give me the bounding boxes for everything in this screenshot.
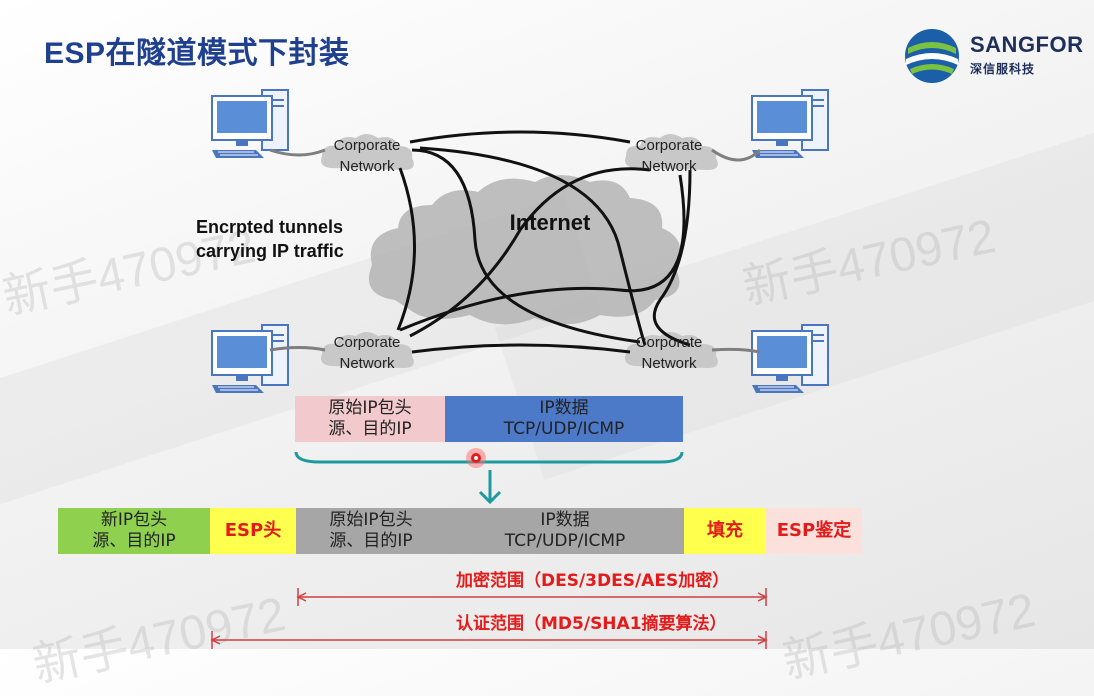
sangfor-logo: SANGFOR 深信服科技 bbox=[902, 26, 1084, 86]
original-ip-header: 原始IP包头源、目的IP bbox=[295, 396, 445, 442]
encryption-range-arrow bbox=[296, 588, 768, 606]
inner-ip-header: 原始IP包头源、目的IP bbox=[296, 508, 446, 554]
new-ip-header: 新IP包头源、目的IP bbox=[58, 508, 210, 554]
authentication-range-label: 认证范围（MD5/SHA1摘要算法） bbox=[456, 614, 727, 634]
tunnels bbox=[396, 130, 692, 354]
bracket bbox=[294, 451, 684, 464]
logo-name: SANGFOR bbox=[970, 32, 1084, 57]
encryption-range-label: 加密范围（DES/3DES/AES加密） bbox=[456, 571, 730, 591]
esp-padding: 填充 bbox=[684, 508, 766, 554]
authentication-range-arrow bbox=[210, 631, 768, 649]
esp-header: ESP头 bbox=[210, 508, 296, 554]
internet-label: Internet bbox=[509, 210, 591, 235]
computer-icon bbox=[751, 324, 829, 394]
computer-icon bbox=[751, 89, 829, 159]
esp-authentication: ESP鉴定 bbox=[766, 508, 862, 554]
page-title: ESP在隧道模式下封装 bbox=[44, 37, 350, 70]
logo-subtitle: 深信服科技 bbox=[970, 62, 1036, 76]
network-diagram bbox=[210, 89, 829, 649]
computer-icon bbox=[211, 324, 289, 394]
computer-icon bbox=[211, 89, 289, 159]
sangfor-logo-icon bbox=[905, 29, 959, 83]
access-links bbox=[269, 148, 762, 354]
